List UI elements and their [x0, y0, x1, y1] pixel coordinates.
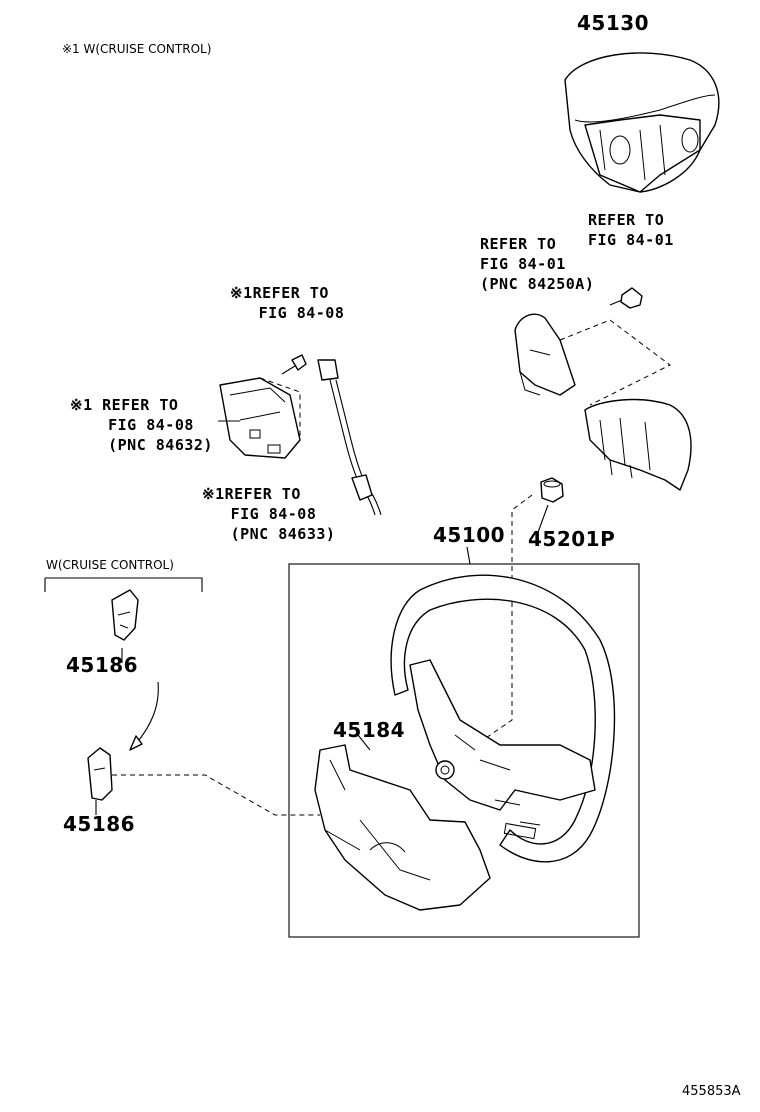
cruise-group-label: W(CRUISE CONTROL) — [46, 558, 174, 572]
refer-8401-switch-line1[interactable]: REFER TO — [480, 235, 557, 253]
transfer-arrow — [134, 681, 159, 746]
part-number-nut[interactable]: 45201P — [528, 527, 616, 551]
cruise-switch-drawing — [219, 354, 307, 459]
steering-wheel-drawing — [390, 574, 616, 863]
part-number-cover-lower-b[interactable]: 45186 — [63, 812, 136, 836]
refer-8401-bolt-line2[interactable]: FIG 84-01 — [588, 231, 674, 249]
refer-8408-wire-line2[interactable]: FIG 84-08 — [202, 505, 317, 523]
part-number-lower-cover[interactable]: 45184 — [333, 718, 406, 742]
part-number-steering-wheel[interactable]: 45100 — [433, 523, 506, 547]
part-number-cover-upper[interactable]: 45186 — [66, 653, 139, 677]
nut-drawing — [479, 477, 564, 743]
steering-switch-drawing — [514, 287, 692, 491]
lower-cover-drawing — [314, 744, 491, 911]
refer-8408-wire-line1[interactable]: ※1REFER TO — [202, 485, 301, 503]
cover-45186-lower-drawing — [87, 747, 113, 801]
horn-pad-drawing — [564, 52, 720, 193]
refer-8401-switch-line2[interactable]: FIG 84-01 — [480, 255, 566, 273]
refer-8408-switch-line3[interactable]: (PNC 84632) — [70, 436, 213, 454]
steering-wheel-box — [288, 563, 640, 938]
wire-harness-drawing — [317, 359, 382, 516]
refer-8408-bolt-line2[interactable]: FIG 84-08 — [230, 304, 345, 322]
refer-8408-bolt-line1[interactable]: ※1REFER TO — [230, 284, 329, 302]
refer-8408-wire-line3[interactable]: (PNC 84633) — [202, 525, 336, 543]
diagram-number: 455853A — [682, 1084, 741, 1099]
part-number-horn-pad[interactable]: 45130 — [577, 11, 650, 35]
refer-8401-switch-line3[interactable]: (PNC 84250A) — [480, 275, 595, 293]
header-note: ※1 W(CRUISE CONTROL) — [62, 42, 212, 56]
refer-8408-switch-line1[interactable]: ※1 REFER TO — [70, 396, 179, 414]
refer-8408-switch-line2[interactable]: FIG 84-08 — [70, 416, 194, 434]
refer-8401-bolt-line1[interactable]: REFER TO — [588, 211, 665, 229]
cover-45186-upper-drawing — [111, 589, 139, 641]
